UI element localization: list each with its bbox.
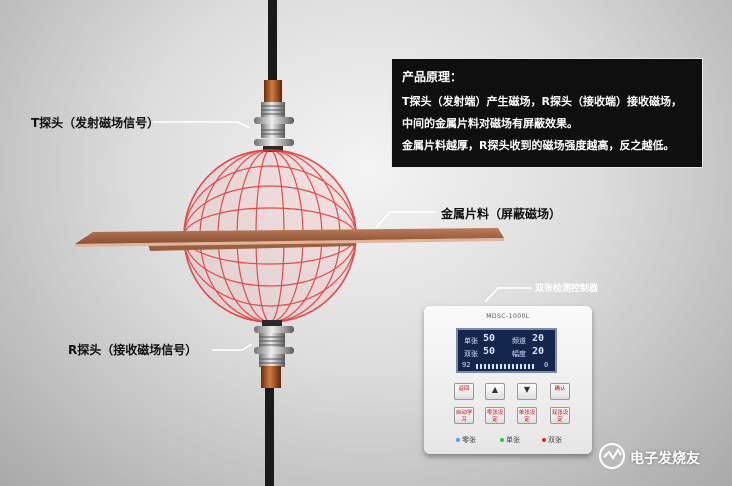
lcd-row2-value1: 50 — [483, 346, 496, 357]
single-led-icon — [500, 438, 504, 442]
principle-line-2: 中间的金属片料对磁场有屏蔽效果。 — [402, 117, 578, 130]
lcd-row1-value2: 20 — [532, 333, 545, 344]
lcd-level-bar — [476, 364, 536, 369]
t-probe — [254, 80, 294, 152]
principle-line-1: T探头（发射端）产生磁场，R探头（接收端）接收磁场， — [402, 95, 682, 108]
controller-leader — [484, 287, 532, 303]
bottom-cable — [265, 386, 274, 486]
zero-led-icon — [456, 438, 460, 442]
lcd-row1-label1: 单张 — [464, 337, 478, 345]
lcd-row2-value2: 20 — [532, 346, 545, 357]
lcd-screen: 单张 50 频道 20 双张 50 幅度 20 92 0 — [456, 328, 557, 373]
lcd-row1-value1: 50 — [483, 333, 496, 344]
lcd-row2-label1: 双张 — [464, 350, 478, 358]
r-probe — [254, 320, 294, 388]
t-probe-label: T探头（发射磁场信号） — [31, 116, 160, 130]
principle-box: 产品原理： T探头（发射端）产生磁场，R探头（接收端）接收磁场， 中间的金属片料… — [391, 58, 703, 168]
controller-device: MDSC-1000L 单张 50 频道 20 双张 50 幅度 20 92 0 … — [424, 306, 592, 454]
watermark-logo-icon — [599, 443, 625, 469]
double-indicator: 双张 — [542, 435, 562, 445]
up-button[interactable]: ▲ — [485, 383, 505, 400]
lcd-row1-label2: 频道 — [512, 337, 526, 345]
controller-label: 双张检测控制器 — [535, 284, 599, 294]
lcd-bottom-right: 0 — [544, 361, 549, 369]
zero-set-button[interactable]: 零张设定 — [485, 407, 505, 424]
t-probe-leader — [153, 121, 251, 129]
watermark-text: 电子发烧友 — [630, 451, 700, 467]
principle-title: 产品原理： — [402, 70, 463, 84]
single-set-button[interactable]: 单张设定 — [517, 407, 537, 424]
auto-learn-button[interactable]: 自动学习 — [454, 407, 474, 424]
double-set-button[interactable]: 双张设定 — [550, 407, 570, 424]
lcd-bottom-left: 92 — [462, 361, 471, 369]
metal-plate — [75, 228, 504, 251]
confirm-button[interactable]: 确认 — [550, 383, 570, 400]
principle-line-3: 金属片料越厚，R探头收到的磁场强度越高，反之越低。 — [402, 139, 675, 152]
model-label: MDSC-1000L — [486, 313, 530, 320]
top-cable — [268, 0, 277, 92]
r-probe-leader — [212, 343, 253, 351]
double-led-icon — [542, 438, 546, 442]
metal-label: 金属片料（屏蔽磁场） — [441, 207, 562, 221]
metal-leader — [375, 211, 436, 229]
return-button[interactable]: 返回 — [454, 383, 474, 400]
zero-indicator: 零张 — [456, 435, 476, 445]
lcd-row2-label2: 幅度 — [512, 350, 526, 358]
r-probe-label: R探头（接收磁场信号） — [68, 343, 198, 357]
single-indicator: 单张 — [500, 435, 520, 445]
down-button[interactable]: ▼ — [517, 383, 537, 400]
